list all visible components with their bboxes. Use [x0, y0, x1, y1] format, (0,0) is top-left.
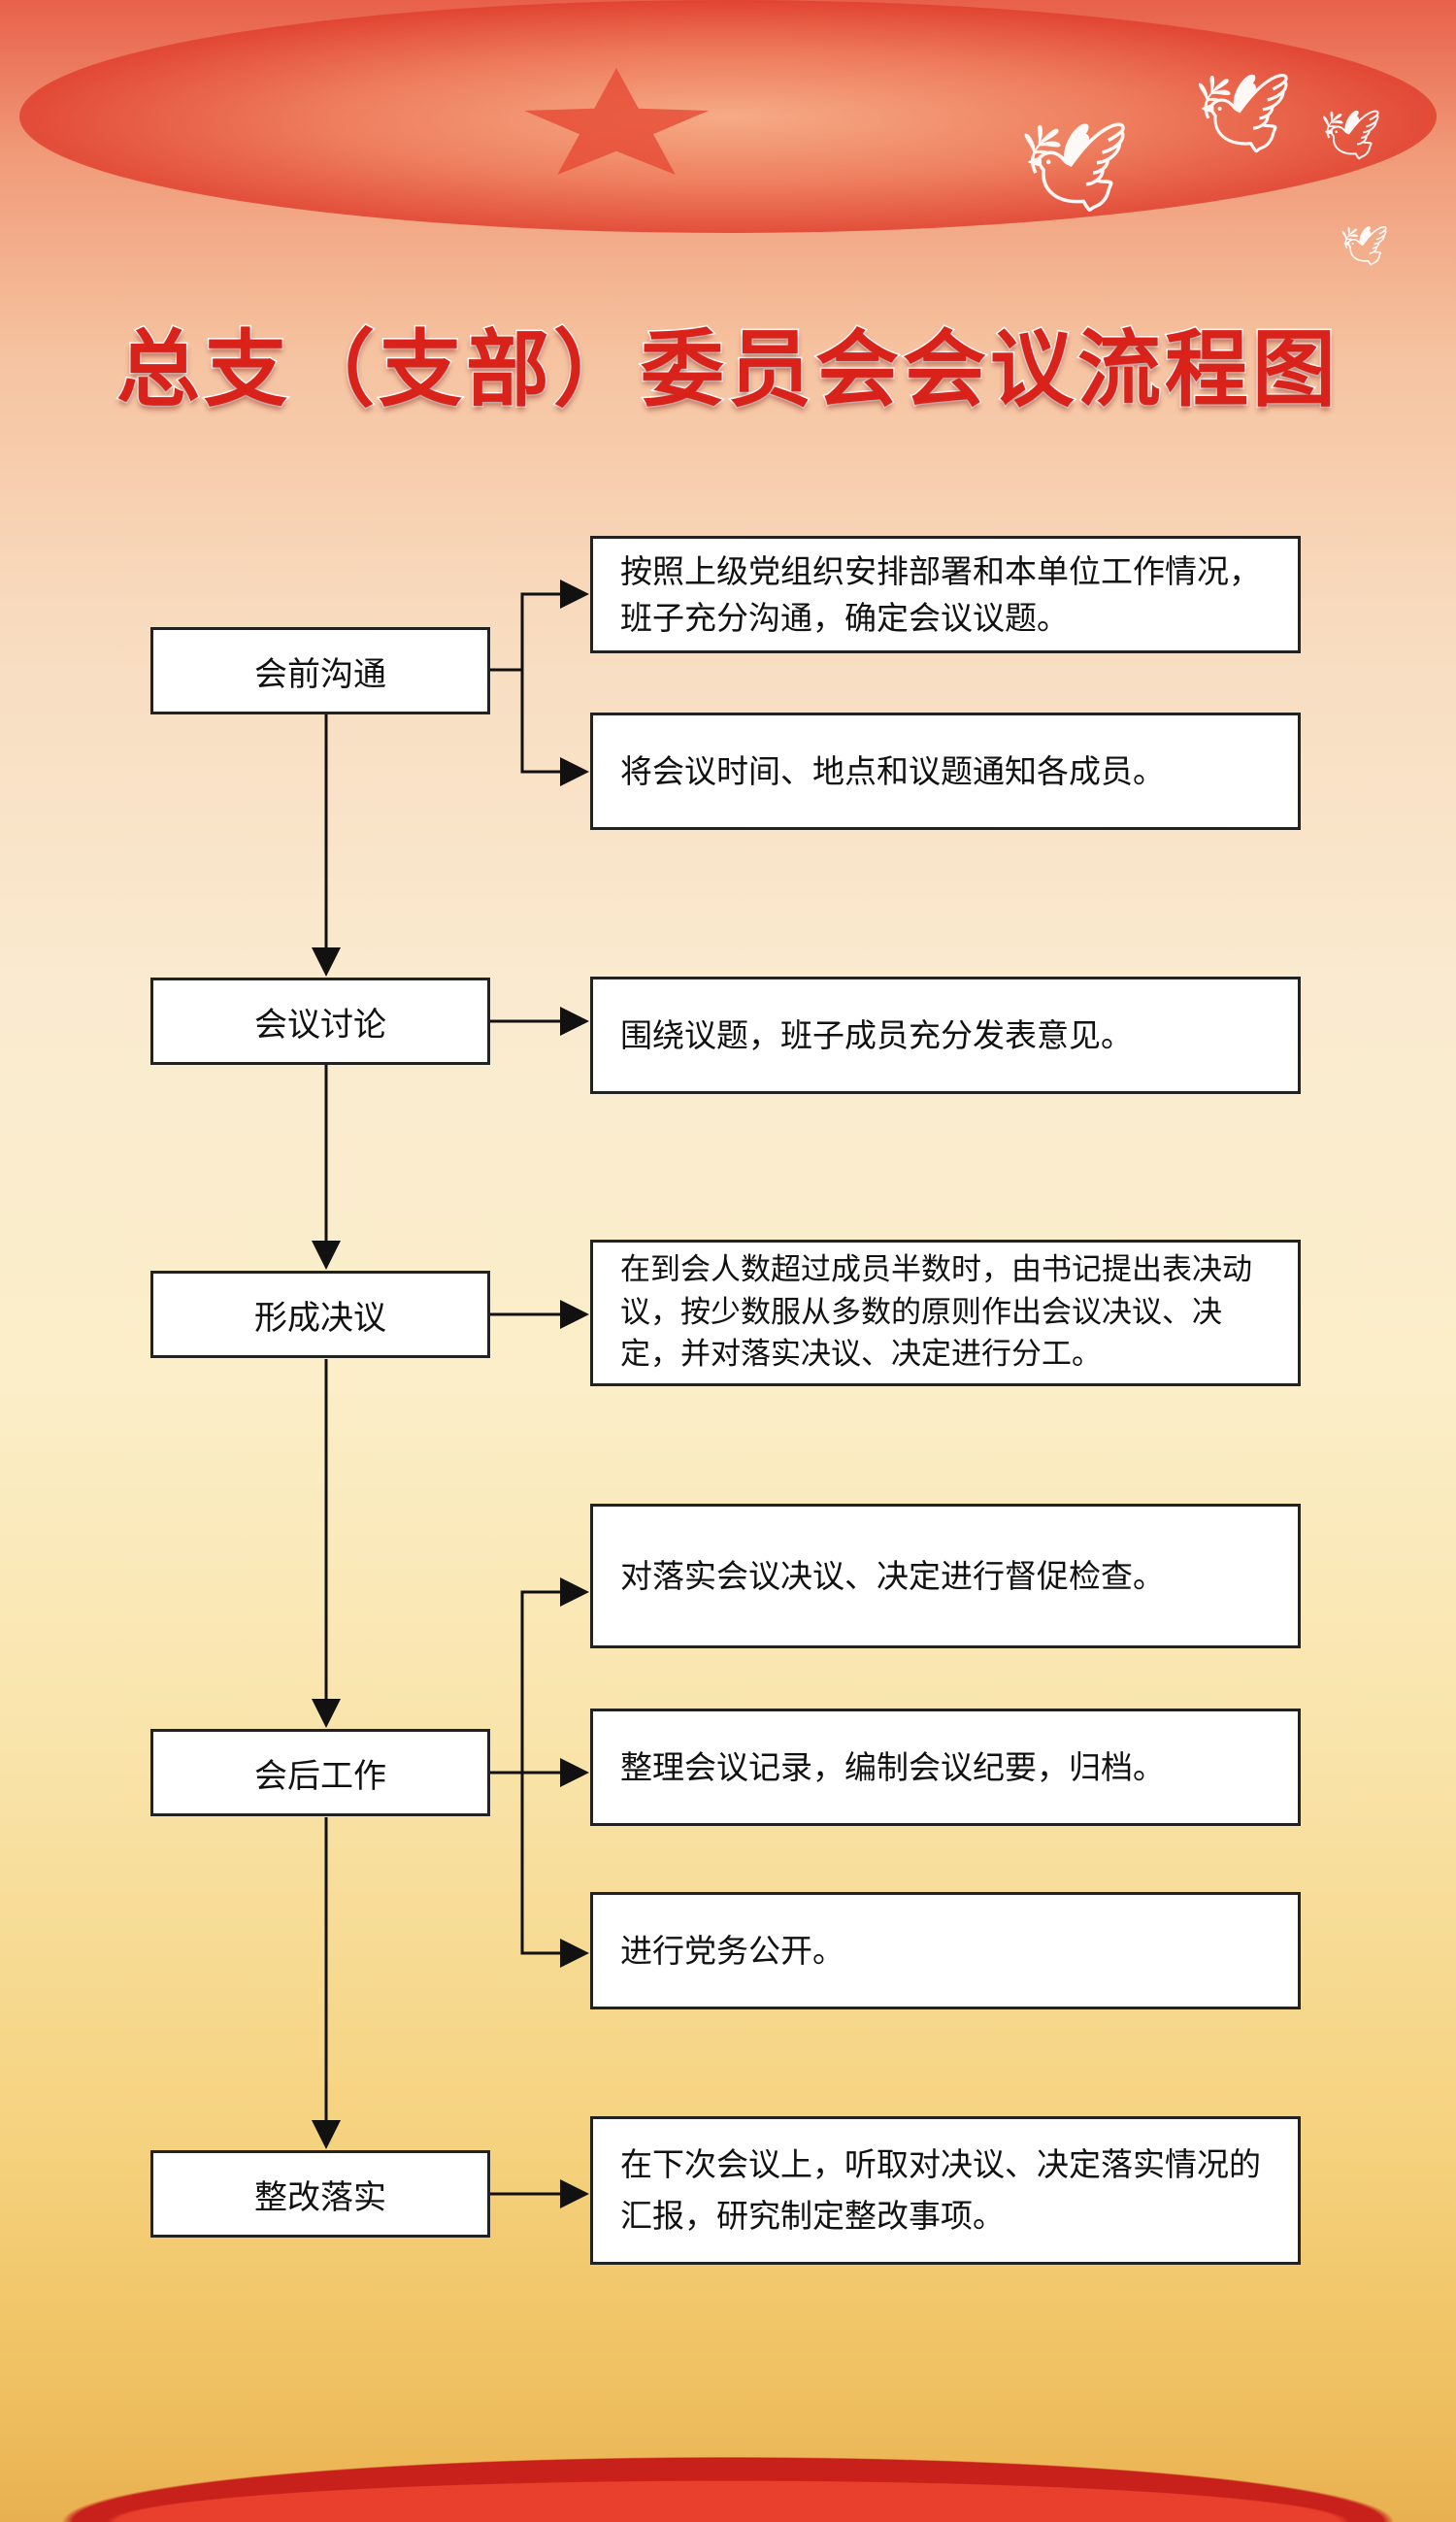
dove-icon: 🕊	[1320, 107, 1382, 163]
detail-box: 进行党务公开。	[590, 1892, 1301, 2009]
dove-icon: 🕊	[1340, 224, 1389, 269]
detail-box: 将会议时间、地点和议题通知各成员。	[590, 713, 1301, 830]
dove-icon: 🕊	[1019, 116, 1131, 218]
step-post-meeting: 会后工作	[150, 1729, 490, 1816]
step-pre-meeting: 会前沟通	[150, 627, 490, 714]
detail-box: 围绕议题，班子成员充分发表意见。	[590, 977, 1301, 1094]
party-emblem-background	[19, 0, 1437, 233]
dove-icon: 🕊	[1194, 68, 1293, 158]
step-discussion: 会议讨论	[150, 978, 490, 1065]
step-rectification: 整改落实	[150, 2150, 490, 2238]
detail-box: 按照上级党组织安排部署和本单位工作情况，班子充分沟通，确定会议议题。	[590, 536, 1301, 653]
detail-box: 在下次会议上，听取对决议、决定落实情况的汇报，研究制定整改事项。	[590, 2116, 1301, 2265]
detail-box: 在到会人数超过成员半数时，由书记提出表决动议，按少数服从多数的原则作出会议决议、…	[590, 1240, 1301, 1386]
red-wave-decoration	[0, 2454, 1456, 2522]
detail-box: 整理会议记录，编制会议纪要，归档。	[590, 1709, 1301, 1826]
step-resolution: 形成决议	[150, 1271, 490, 1358]
detail-box: 对落实会议决议、决定进行督促检查。	[590, 1504, 1301, 1648]
page-title: 总支（支部）委员会会议流程图	[116, 320, 1340, 420]
